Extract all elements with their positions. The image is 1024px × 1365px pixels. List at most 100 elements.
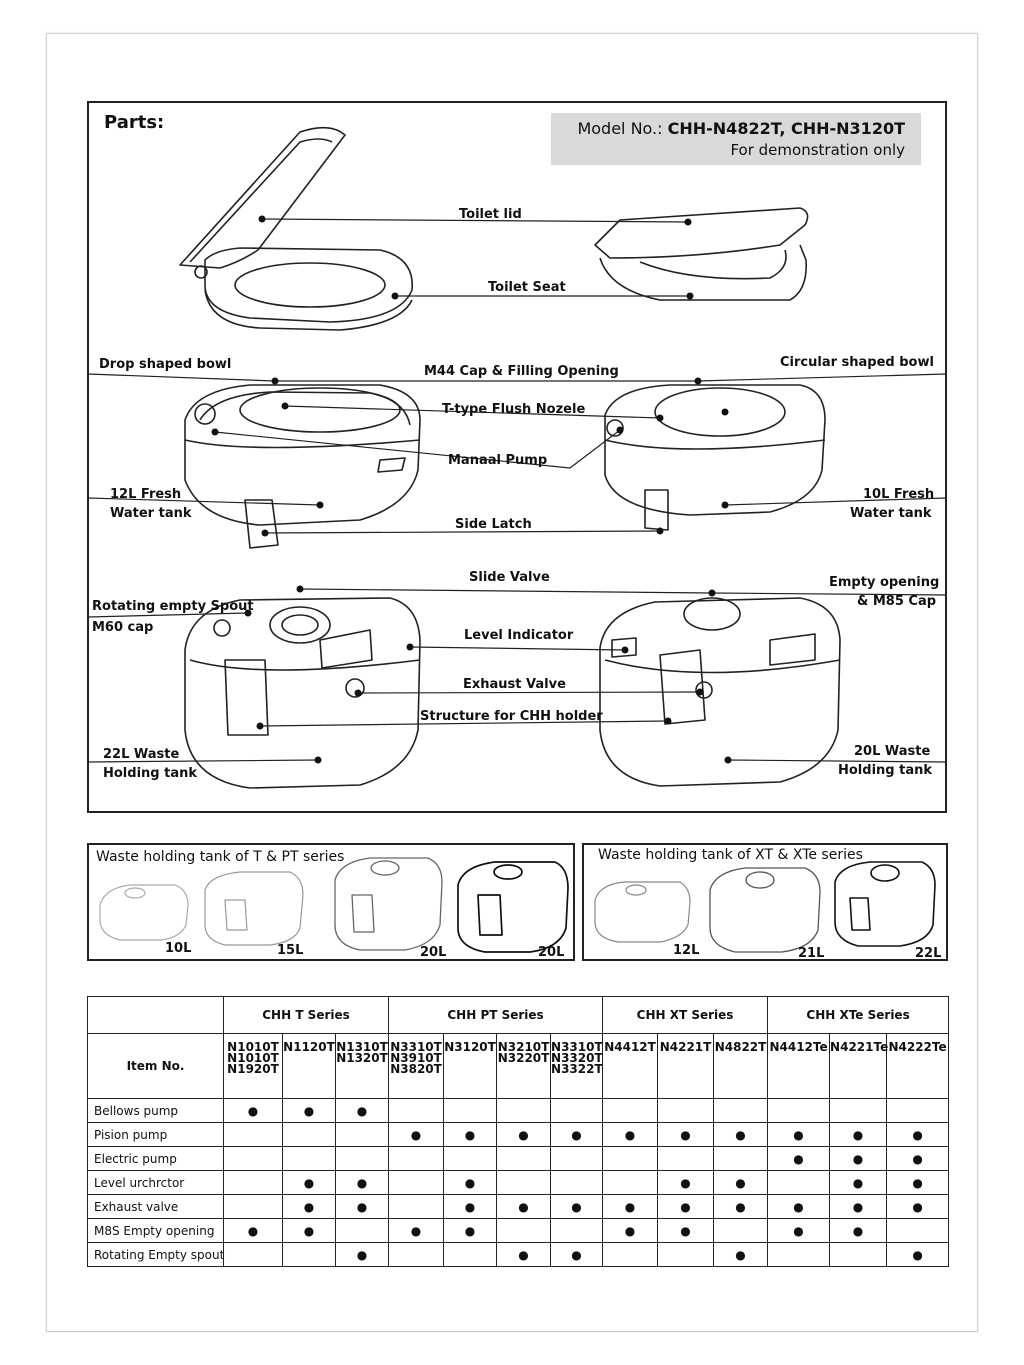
model-cell: N4222Te xyxy=(886,1033,950,1099)
feature-dot: ● xyxy=(223,1218,283,1243)
xt-series-title: Waste holding tank of XT & XTe series xyxy=(598,847,863,863)
feature-empty-cell xyxy=(767,1170,831,1195)
feature-empty-cell xyxy=(602,1242,659,1267)
feature-empty-cell xyxy=(388,1194,445,1219)
group-chh-xt: CHH XT Series xyxy=(602,996,769,1034)
feature-empty-cell xyxy=(496,1098,552,1123)
feature-dot: ● xyxy=(602,1218,659,1243)
feature-dot: ● xyxy=(829,1194,888,1219)
table-corner-cell xyxy=(87,996,224,1034)
table-row: M8S Empty opening●●●●●●●● xyxy=(87,1218,950,1243)
feature-empty-cell xyxy=(223,1146,283,1171)
feature-dot: ● xyxy=(550,1194,604,1219)
feature-dot: ● xyxy=(829,1122,888,1147)
feature-dot: ● xyxy=(713,1242,769,1267)
table-row: Exhaust valve●●●●●●●●●●● xyxy=(87,1194,950,1219)
model-cell: N1310T N1320T xyxy=(334,1033,390,1099)
group-chh-xte: CHH XTe Series xyxy=(767,996,950,1034)
model-cell: N4412T xyxy=(602,1033,659,1099)
feature-empty-cell xyxy=(657,1242,715,1267)
model-cell: N1120T xyxy=(282,1033,336,1099)
table-row: Pision pump●●●●●●●●●● xyxy=(87,1122,950,1147)
feature-dot: ● xyxy=(334,1194,390,1219)
feature-dot: ● xyxy=(334,1098,390,1123)
feature-dot: ● xyxy=(496,1242,552,1267)
feature-empty-cell xyxy=(223,1170,283,1195)
model-cell: N3310T N3320T N3322T xyxy=(550,1033,604,1099)
model-label: Model No.: xyxy=(577,119,668,138)
feature-empty-cell xyxy=(282,1242,336,1267)
feature-dot: ● xyxy=(713,1170,769,1195)
feature-dot: ● xyxy=(443,1218,498,1243)
group-chh-pt: CHH PT Series xyxy=(388,996,604,1034)
feature-empty-cell xyxy=(334,1218,390,1243)
feature-empty-cell xyxy=(602,1146,659,1171)
feature-dot: ● xyxy=(767,1194,831,1219)
table-row: Level urchrctor●●●●●●● xyxy=(87,1170,950,1195)
model-number-box: Model No.: CHH-N4822T, CHH-N3120T For de… xyxy=(551,113,921,165)
feature-empty-cell xyxy=(388,1098,445,1123)
feature-dot: ● xyxy=(602,1194,659,1219)
feature-empty-cell xyxy=(496,1218,552,1243)
feature-empty-cell xyxy=(223,1194,283,1219)
feature-dot: ● xyxy=(886,1194,950,1219)
group-chh-t: CHH T Series xyxy=(222,996,390,1034)
feature-dot: ● xyxy=(443,1170,498,1195)
feature-dot: ● xyxy=(496,1194,552,1219)
feature-empty-cell xyxy=(388,1170,445,1195)
feature-dot: ● xyxy=(443,1122,498,1147)
feature-dot: ● xyxy=(282,1194,336,1219)
feature-dot: ● xyxy=(767,1218,831,1243)
model-cell: N3120T xyxy=(443,1033,498,1099)
feature-empty-cell xyxy=(602,1170,659,1195)
feature-empty-cell xyxy=(282,1146,336,1171)
feature-empty-cell xyxy=(550,1170,604,1195)
feature-empty-cell xyxy=(334,1146,390,1171)
table-row: Rotating Empty spout●●●●● xyxy=(87,1242,950,1267)
feature-empty-cell xyxy=(496,1146,552,1171)
feature-empty-cell xyxy=(550,1098,604,1123)
model-cell: N4221Te xyxy=(829,1033,888,1099)
feature-empty-cell xyxy=(767,1242,831,1267)
feature-dot: ● xyxy=(334,1242,390,1267)
model-cell: N4221T xyxy=(657,1033,715,1099)
xt-series-box xyxy=(582,843,948,961)
feature-name: Rotating Empty spout xyxy=(87,1242,224,1267)
feature-dot: ● xyxy=(334,1170,390,1195)
model-cell: N4822T xyxy=(713,1033,769,1099)
feature-dot: ● xyxy=(713,1194,769,1219)
model-cell: N1010T N1010T N1920T xyxy=(223,1033,283,1099)
feature-dot: ● xyxy=(829,1146,888,1171)
feature-empty-cell xyxy=(657,1098,715,1123)
model-note: For demonstration only xyxy=(730,141,905,159)
feature-empty-cell xyxy=(550,1146,604,1171)
feature-dot: ● xyxy=(886,1122,950,1147)
feature-dot: ● xyxy=(657,1170,715,1195)
item-no-header: Item No. xyxy=(87,1033,224,1099)
feature-empty-cell xyxy=(388,1146,445,1171)
feature-empty-cell xyxy=(443,1242,498,1267)
feature-dot: ● xyxy=(767,1122,831,1147)
feature-dot: ● xyxy=(829,1170,888,1195)
feature-empty-cell xyxy=(443,1146,498,1171)
feature-dot: ● xyxy=(388,1218,445,1243)
table-row: Electric pump●●● xyxy=(87,1146,950,1171)
model-number-line: Model No.: CHH-N4822T, CHH-N3120T xyxy=(577,119,905,138)
feature-dot: ● xyxy=(657,1194,715,1219)
feature-dot: ● xyxy=(886,1242,950,1267)
feature-empty-cell xyxy=(282,1122,336,1147)
feature-name: Level urchrctor xyxy=(87,1170,224,1195)
feature-name: M8S Empty opening xyxy=(87,1218,224,1243)
feature-empty-cell xyxy=(223,1242,283,1267)
feature-dot: ● xyxy=(657,1122,715,1147)
feature-name: Bellows pump xyxy=(87,1098,224,1123)
feature-empty-cell xyxy=(829,1242,888,1267)
feature-dot: ● xyxy=(829,1218,888,1243)
feature-empty-cell xyxy=(388,1242,445,1267)
table-group-row: CHH T Series CHH PT Series CHH XT Series… xyxy=(87,996,950,1034)
feature-dot: ● xyxy=(550,1242,604,1267)
feature-table: CHH T Series CHH PT Series CHH XT Series… xyxy=(87,996,950,1267)
feature-name: Electric pump xyxy=(87,1146,224,1171)
feature-empty-cell xyxy=(886,1098,950,1123)
